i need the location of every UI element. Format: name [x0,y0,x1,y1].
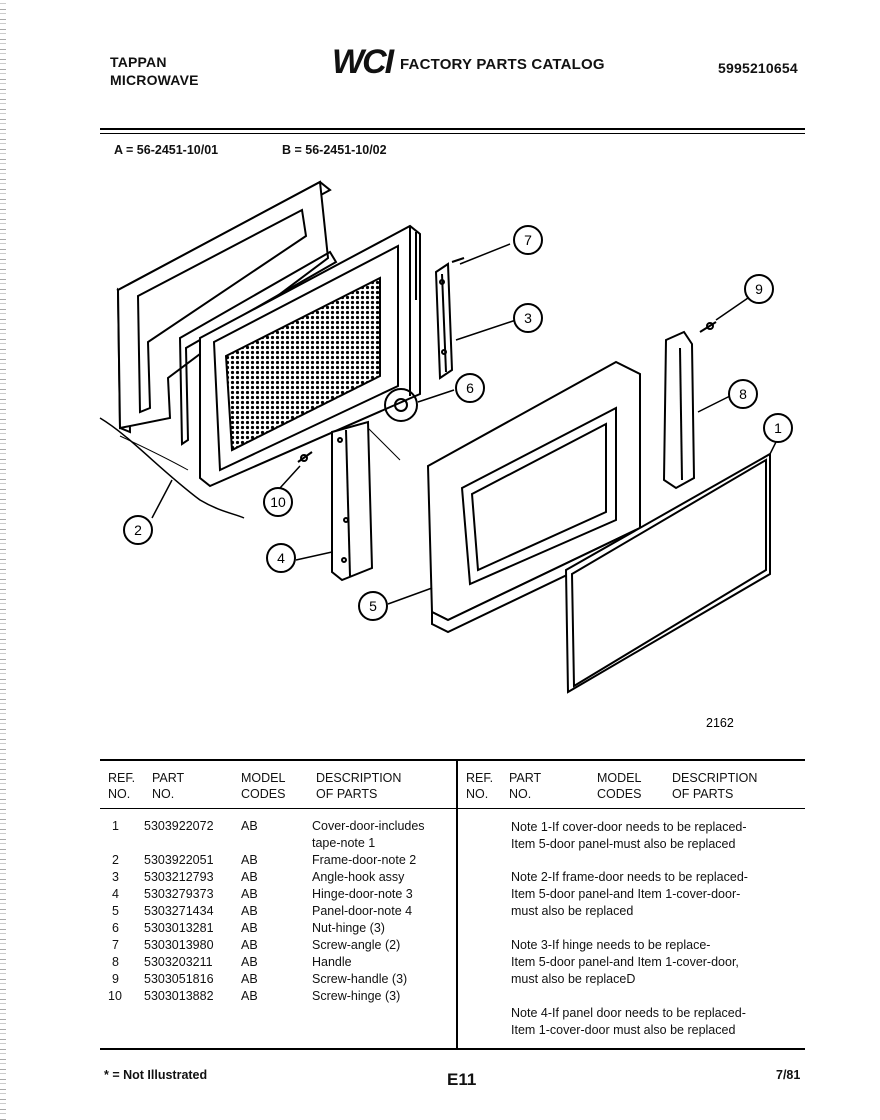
header-rule-thin [100,133,805,134]
callout-1 [763,413,793,443]
exploded-door-diagram: 7 3 6 9 8 1 10 2 4 5 2162 [99,180,793,730]
screw-hinge-part [297,451,313,463]
note-2: Note 2-If frame-door needs to be replace… [511,870,748,918]
page-number: E11 [447,1070,477,1089]
screw-angle-part [451,257,465,263]
table-row: 5 5303271434 AB Panel-door-note 4 [112,904,413,918]
table-header-rule [100,808,805,809]
table-row: 8 5303203211 AB Handle [112,955,352,969]
catalog-date: 7/81 [776,1068,801,1082]
not-illustrated-legend: * = Not Illustrated [104,1068,208,1082]
callout-7 [513,225,543,255]
table-row: 6 5303013281 AB Nut-hinge (3) [112,921,385,935]
callout-9-label: 9 [755,281,763,297]
table-row: 7 5303013980 AB Screw-angle (2) [112,938,401,952]
parts-rows: 1 5303922072 AB Cover-door-includes tape… [108,818,448,1005]
table-row: 2 5303922051 AB Frame-door-note 2 [112,853,417,867]
callout-8 [728,379,758,409]
figure-number: 2162 [706,716,734,730]
col-ref-header-2: REF.NO. [466,771,494,801]
note-1: Note 1-If cover-door needs to be replace… [511,820,747,851]
model-a: A = 56-2451-10/01 [114,143,219,157]
catalog-number: 5995210654 [718,60,798,76]
catalog-title: FACTORY PARTS CATALOG [400,56,605,73]
callout-3 [513,303,543,333]
callout-10 [263,487,293,517]
nut-hinge-part [384,388,418,422]
table-bottom-rule [100,1048,805,1050]
callout-4 [266,543,296,573]
header-rule [100,128,805,130]
callout-2 [123,515,153,545]
callout-6 [455,373,485,403]
hinge-door-part [331,420,374,582]
table-row: 3 5303212793 AB Angle-hook assy [112,870,405,884]
handle-part [662,330,696,490]
frame-door-part [116,180,332,434]
table-divider [456,761,458,1048]
model-b: B = 56-2451-10/02 [282,143,387,157]
inner-door-part [199,224,421,488]
callout-7-label: 7 [524,232,532,248]
callout-9 [744,274,774,304]
table-row: 4 5303279373 AB Hinge-door-note 3 [112,887,413,901]
scan-edge [0,0,6,1120]
table-row: 9 5303051816 AB Screw-handle (3) [112,972,408,986]
gasket-part [178,250,338,446]
callout-5 [358,591,388,621]
callout-8-label: 8 [739,386,747,402]
callout-2-label: 2 [134,522,142,538]
callout-5-label: 5 [369,598,377,614]
table-row: 1 5303922072 AB Cover-door-includes tape… [112,819,425,850]
col-ref-header: REF.NO. [108,771,136,801]
table-row: 10 5303013882 AB Screw-hinge (3) [108,989,401,1003]
screw-handle-part [699,321,717,333]
cover-door-part [564,452,771,694]
table-top-rule [100,759,805,761]
callout-4-label: 4 [277,550,285,566]
angle-hook-part [434,262,454,380]
note-4: Note 4-If panel door needs to be replace… [511,1006,746,1037]
callout-6-label: 6 [466,380,474,396]
brand-line-1: TAPPAN [110,54,167,70]
brand-line-2: MICROWAVE [110,72,199,88]
callout-10-label: 10 [270,494,286,510]
note-3: Note 3-If hinge needs to be replace-Item… [511,938,739,986]
callout-3-label: 3 [524,310,532,326]
callout-1-label: 1 [774,420,782,436]
wci-logo: WCI [332,43,394,81]
